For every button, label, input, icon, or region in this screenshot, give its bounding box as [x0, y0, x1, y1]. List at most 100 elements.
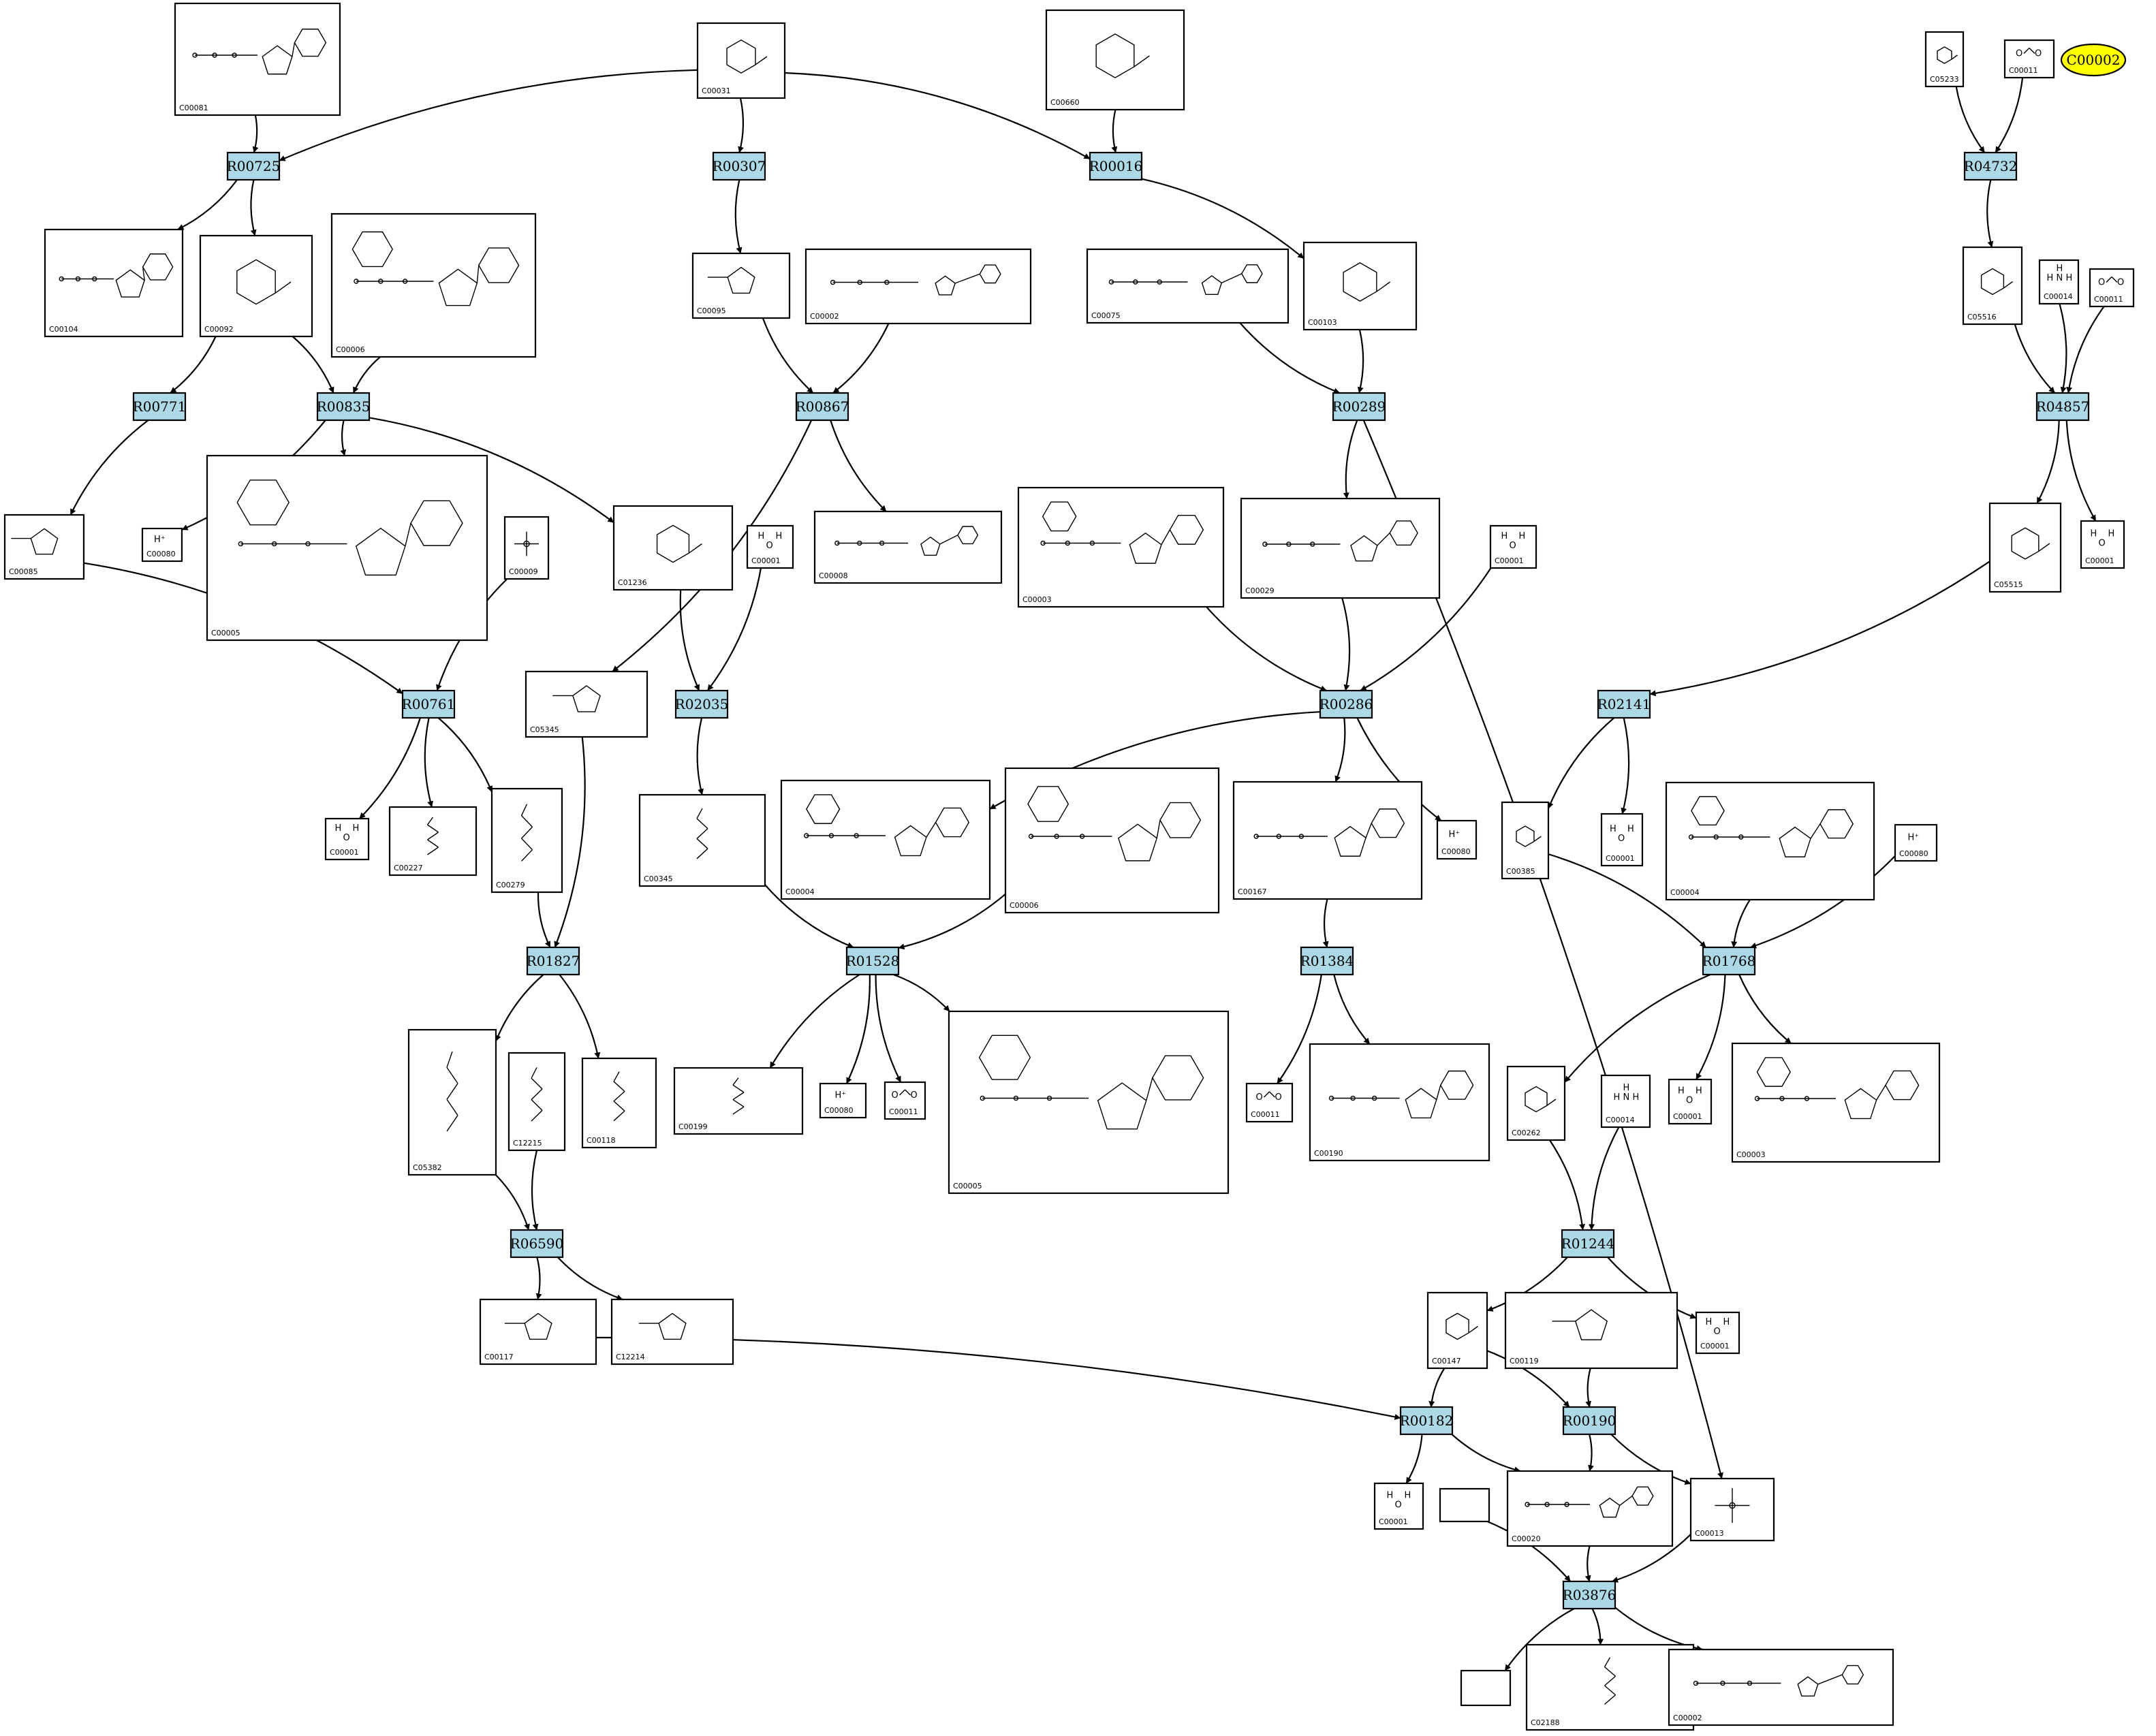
reaction-node[interactable]: R00771: [133, 392, 187, 422]
reaction-edge: [369, 417, 614, 524]
compound-node[interactable]: C05345: [525, 670, 649, 738]
reaction-node[interactable]: R03876: [1563, 1580, 1616, 1610]
compound-node[interactable]: H⁺C00080: [819, 1082, 867, 1119]
reaction-node[interactable]: R00182: [1400, 1406, 1454, 1436]
compound-node[interactable]: C00660: [1045, 9, 1185, 111]
reaction-node[interactable]: R00761: [402, 689, 456, 719]
reaction-edge: [1333, 974, 1371, 1045]
compound-node[interactable]: C12214: [610, 1298, 734, 1366]
compound-node[interactable]: C00081: [174, 2, 341, 116]
reaction-edge: [177, 179, 238, 230]
compound-node[interactable]: C00262: [1506, 1065, 1566, 1141]
compound-id: C12214: [616, 1353, 645, 1361]
compound-node[interactable]: C00003: [1731, 1042, 1941, 1163]
structure-glyph: [1253, 808, 1405, 857]
reaction-node[interactable]: R01384: [1300, 946, 1354, 976]
compound-node[interactable]: C00118: [581, 1057, 657, 1149]
reaction-node[interactable]: R00867: [796, 392, 849, 422]
compound-node[interactable]: C12215: [507, 1052, 566, 1152]
compound-node[interactable]: [1439, 1487, 1490, 1523]
svg-text:O: O: [766, 541, 773, 551]
compound-node[interactable]: C00385: [1501, 801, 1550, 880]
compound-node[interactable]: C00092: [199, 234, 313, 338]
compound-node[interactable]: C00009: [503, 516, 550, 580]
compound-node[interactable]: C00095: [691, 252, 791, 319]
reaction-node[interactable]: R00016: [1089, 151, 1143, 181]
compound-node[interactable]: C00005: [206, 454, 488, 642]
reaction-node[interactable]: R00289: [1332, 392, 1386, 422]
compound-node[interactable]: C00199: [673, 1067, 804, 1135]
compound-node[interactable]: C00279: [490, 787, 563, 894]
reaction-node[interactable]: R00286: [1319, 689, 1373, 719]
reaction-node[interactable]: R00307: [713, 151, 766, 181]
compound-node[interactable]: H⁺C00080: [1436, 819, 1478, 860]
compound-node[interactable]: C00147: [1426, 1291, 1488, 1370]
compound-node[interactable]: C00085: [3, 514, 85, 580]
reaction-edge: [764, 884, 854, 949]
compound-node[interactable]: C00002: [804, 248, 1032, 325]
compound-node[interactable]: C01236: [612, 505, 734, 591]
reaction-node[interactable]: R04857: [2036, 392, 2090, 422]
compound-node[interactable]: C00345: [638, 793, 766, 887]
compound-node[interactable]: C00075: [1086, 248, 1290, 324]
compound-node[interactable]: C00006: [330, 212, 537, 358]
compound-node[interactable]: C00167: [1232, 780, 1423, 900]
compound-node[interactable]: C00004: [1665, 781, 1875, 901]
reaction-edge: [1206, 606, 1327, 692]
reaction-node[interactable]: R01827: [527, 946, 580, 976]
compound-node[interactable]: C00005: [948, 1010, 1230, 1195]
reaction-node[interactable]: R04732: [1964, 151, 2018, 181]
compound-node[interactable]: C05515: [1988, 502, 2062, 593]
compound-node[interactable]: C00013: [1689, 1477, 1775, 1542]
reaction-node[interactable]: R01244: [1561, 1229, 1615, 1259]
compound-node[interactable]: C00227: [388, 806, 478, 877]
compound-node[interactable]: C00119: [1504, 1291, 1678, 1370]
structure-glyph: [707, 266, 755, 294]
reaction-node[interactable]: R06590: [510, 1229, 564, 1259]
compound-node[interactable]: H⁺C00080: [141, 527, 183, 563]
compound-node[interactable]: C00006: [1004, 767, 1220, 914]
compound-node[interactable]: C05233: [1924, 31, 1965, 88]
reaction-node[interactable]: R02035: [675, 689, 729, 719]
compound-node[interactable]: C00103: [1302, 241, 1418, 331]
compound-node[interactable]: C00029: [1240, 497, 1441, 599]
compound-node[interactable]: C00003: [1017, 486, 1225, 608]
compound-node[interactable]: C05516: [1962, 246, 2023, 326]
reaction-edge: [1731, 899, 1751, 948]
compound-node[interactable]: H⁺C00080: [1894, 823, 1938, 862]
compound-node[interactable]: [1460, 1669, 1512, 1707]
compound-node[interactable]: C00020: [1506, 1470, 1674, 1547]
reaction-node[interactable]: R01768: [1702, 946, 1756, 976]
compound-node[interactable]: C05382: [407, 1028, 497, 1176]
compound-node[interactable]: C00190: [1309, 1043, 1490, 1162]
reaction-node[interactable]: R00835: [317, 392, 371, 422]
highlight-compound[interactable]: C00002: [2060, 43, 2127, 77]
compound-node[interactable]: C00008: [813, 510, 1003, 584]
reaction-node[interactable]: R00725: [227, 151, 281, 181]
compound-node[interactable]: C00104: [44, 228, 184, 338]
structure-glyph: [514, 531, 539, 556]
reaction-node[interactable]: R00190: [1563, 1406, 1616, 1436]
compound-node[interactable]: C00004: [780, 779, 991, 900]
compound-node[interactable]: C00002: [1668, 1648, 1894, 1726]
reaction-node[interactable]: R02141: [1597, 689, 1651, 719]
compound-node[interactable]: C00031: [696, 22, 786, 99]
reaction-node[interactable]: R01528: [846, 946, 900, 976]
reaction-edge: [1547, 717, 1615, 809]
compound-id: C00004: [785, 887, 815, 896]
compound-node[interactable]: C00117: [479, 1298, 597, 1366]
